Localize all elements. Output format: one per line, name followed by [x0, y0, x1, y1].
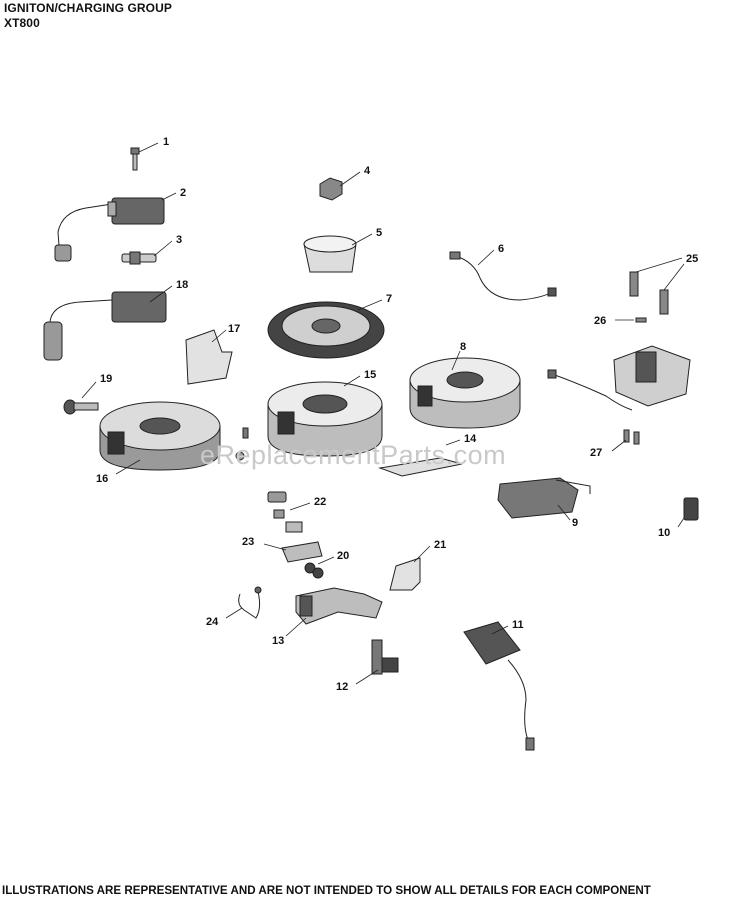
callout-3: 3	[176, 234, 182, 246]
callout-11: 11	[512, 619, 524, 631]
callout-23: 23	[242, 536, 254, 548]
callout-25: 25	[686, 253, 698, 265]
callout-16: 16	[96, 473, 108, 485]
callout-12: 12	[336, 681, 348, 693]
part-24-wire[interactable]	[238, 586, 262, 619]
part-25-bolts[interactable]	[629, 271, 669, 315]
callout-14: 14	[464, 433, 477, 445]
part-10-switch[interactable]	[683, 497, 699, 521]
part-23-bracket[interactable]	[281, 541, 323, 563]
callout-2: 2	[180, 187, 186, 199]
part-6-wire[interactable]	[449, 251, 557, 301]
part-8-flywheel[interactable]	[409, 357, 521, 429]
part-16-flywheel[interactable]	[99, 401, 221, 471]
part-1-bolt[interactable]	[130, 147, 140, 171]
watermark: eReplacementParts.com	[200, 440, 507, 470]
callout-1: 1	[163, 136, 169, 148]
callout-9: 9	[572, 517, 578, 529]
callout-10: 10	[658, 527, 670, 539]
callout-5: 5	[376, 227, 382, 239]
part-22-clip[interactable]	[267, 491, 303, 533]
callout-22: 22	[314, 496, 326, 508]
part-2-ignition-module[interactable]	[54, 197, 165, 262]
part-regulator-assembly[interactable]	[547, 345, 691, 411]
part-21-bracket[interactable]	[389, 557, 421, 591]
disclaimer-footer: ILLUSTRATIONS ARE REPRESENTATIVE AND ARE…	[2, 884, 651, 897]
model-label: XT800	[4, 16, 40, 30]
callout-6: 6	[498, 243, 504, 255]
part-9-rectifier[interactable]	[497, 477, 591, 519]
callout-4: 4	[364, 165, 371, 177]
part-27-terminal[interactable]	[623, 429, 640, 445]
callout-numbers: 1 2 3 4 5 6 7 8 9 10 11 12 13 14 15 16 1…	[96, 136, 698, 693]
callout-8: 8	[460, 341, 466, 353]
callout-15: 15	[364, 369, 376, 381]
part-12-bracket[interactable]	[371, 639, 399, 675]
part-19-bolt[interactable]	[63, 399, 99, 415]
part-7-fan[interactable]	[267, 301, 385, 359]
callout-20: 20	[337, 550, 349, 562]
callout-13: 13	[272, 635, 284, 647]
callout-7: 7	[386, 293, 392, 305]
part-14-plate[interactable]	[378, 457, 463, 477]
callout-24: 24	[206, 616, 219, 628]
part-13-bracket[interactable]	[295, 587, 383, 625]
callout-18: 18	[176, 279, 188, 291]
part-11-sensor[interactable]	[463, 621, 535, 751]
part-18-ignition-module[interactable]	[43, 291, 167, 361]
part-3-spark-plug[interactable]	[121, 251, 157, 265]
part-17-bracket[interactable]	[185, 329, 233, 385]
part-15-flywheel[interactable]	[267, 381, 383, 457]
callout-27: 27	[590, 447, 602, 459]
part-5-cup[interactable]	[303, 235, 357, 273]
callout-21: 21	[434, 539, 446, 551]
part-20-grommet[interactable]	[304, 562, 324, 579]
part-small-screw[interactable]	[235, 427, 249, 461]
callout-17: 17	[228, 323, 240, 335]
callout-26: 26	[594, 315, 606, 327]
part-26-pin[interactable]	[635, 317, 647, 323]
leader-lines	[81, 142, 685, 685]
diagram-title: IGNITON/CHARGING GROUP	[4, 1, 172, 15]
callout-19: 19	[100, 373, 112, 385]
part-4-nut[interactable]	[319, 177, 343, 201]
